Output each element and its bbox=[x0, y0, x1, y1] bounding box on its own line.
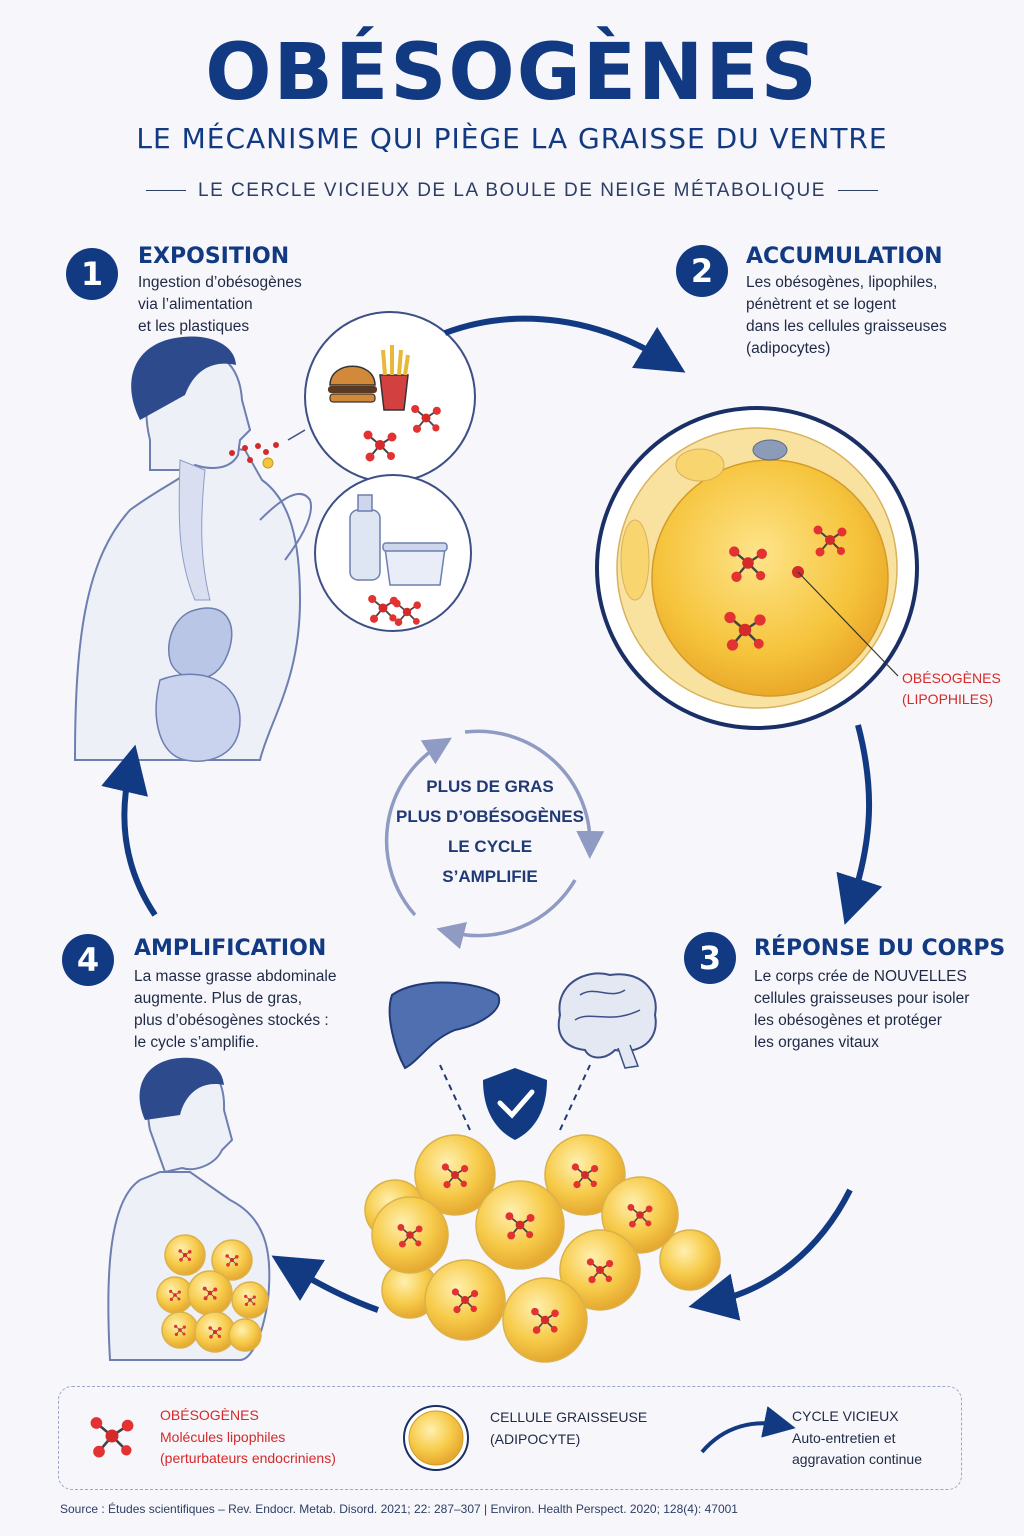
shield-check-icon bbox=[483, 1068, 547, 1140]
legend-cycle: CYCLE VICIEUX Auto-entretien et aggravat… bbox=[792, 1408, 922, 1470]
legend-cycle-title: CYCLE VICIEUX bbox=[792, 1408, 899, 1424]
arrow-4-to-1 bbox=[101, 744, 158, 917]
legend-cellule: CELLULE GRAISSEUSE (ADIPOCYTE) bbox=[490, 1409, 647, 1450]
plastic-bubble bbox=[314, 474, 472, 632]
obesogen-callout: OBÉSOGÈNES (LIPOPHILES) bbox=[902, 668, 1001, 710]
adipocyte-large bbox=[595, 406, 919, 730]
center-line-4: S’AMPLIFIE bbox=[442, 867, 538, 886]
belly-fat-cluster bbox=[156, 1234, 269, 1353]
step-1-title: EXPOSITION bbox=[138, 244, 290, 269]
brain-icon bbox=[557, 972, 657, 1069]
page-title: OBÉSOGÈNES bbox=[205, 28, 819, 118]
legend-cellule-title: CELLULE GRAISSEUSE bbox=[490, 1409, 648, 1425]
tagline-text: LE CERCLE VICIEUX DE LA BOULE DE NEIGE M… bbox=[198, 180, 826, 201]
legend-cycle-line1: Auto-entretien et bbox=[792, 1430, 896, 1446]
center-line-1: PLUS DE GRAS bbox=[426, 777, 554, 796]
legend-obesogenes: OBÉSOGÈNES Molécules lipophiles (perturb… bbox=[160, 1407, 336, 1469]
center-cycle-icon bbox=[384, 729, 605, 950]
page-subtitle: LE MÉCANISME QUI PIÈGE LA GRAISSE DU VEN… bbox=[136, 122, 888, 155]
divider bbox=[837, 190, 878, 192]
center-line-2: PLUS D’OBÉSOGÈNES bbox=[396, 807, 584, 826]
fat-cell bbox=[659, 1229, 721, 1291]
step-3-number: 3 bbox=[684, 932, 736, 984]
burger-icon bbox=[328, 365, 377, 403]
fries-icon bbox=[379, 345, 410, 411]
legend-cycle-line2: aggravation continue bbox=[792, 1451, 922, 1467]
step-2-title: ACCUMULATION bbox=[746, 244, 943, 269]
step-3-text: Le corps crée de NOUVELLES cellules grai… bbox=[754, 968, 970, 1051]
callout-line-2: (LIPOPHILES) bbox=[902, 691, 994, 707]
fat-cell-cluster bbox=[364, 1134, 721, 1363]
arrow-3-to-4a bbox=[688, 1188, 853, 1321]
liver-icon bbox=[388, 981, 501, 1070]
step-1-text: Ingestion d’obésogènes via l’alimentatio… bbox=[138, 274, 302, 335]
step-4-number: 4 bbox=[62, 934, 114, 986]
step-4-text: La masse grasse abdominale augmente. Plu… bbox=[134, 968, 337, 1051]
food-container-icon bbox=[382, 542, 448, 586]
legend-obesogenes-title: OBÉSOGÈNES bbox=[160, 1407, 259, 1423]
arrow-3-to-4b bbox=[271, 1255, 380, 1313]
step-2-number: 2 bbox=[676, 245, 728, 297]
fat-cell bbox=[228, 1318, 262, 1352]
fat-cell-icon bbox=[403, 1405, 469, 1471]
callout-line-1: OBÉSOGÈNES bbox=[902, 670, 1001, 686]
bottle-icon bbox=[349, 494, 381, 581]
legend-obesogenes-line2: (perturbateurs endocriniens) bbox=[160, 1450, 336, 1466]
center-cycle-text: PLUS DE GRAS PLUS D’OBÉSOGÈNES LE CYCLE … bbox=[370, 772, 610, 892]
food-bubble bbox=[304, 311, 476, 483]
tagline: LE CERCLE VICIEUX DE LA BOULE DE NEIGE M… bbox=[0, 180, 1024, 202]
arrow-1-to-2 bbox=[443, 315, 686, 373]
step-3-title: RÉPONSE DU CORPS bbox=[754, 936, 1006, 961]
center-line-3: LE CYCLE bbox=[447, 837, 533, 856]
source-citation: Source : Études scientifiques – Rev. End… bbox=[60, 1502, 738, 1516]
step-1-number: 1 bbox=[66, 248, 118, 300]
man-eating-figure bbox=[73, 336, 312, 762]
step-2-text: Les obésogènes, lipophiles, pénètrent et… bbox=[746, 274, 947, 357]
legend bbox=[58, 1386, 962, 1490]
step-4-title: AMPLIFICATION bbox=[134, 936, 327, 961]
divider bbox=[146, 190, 187, 192]
arrow-2-to-3 bbox=[836, 724, 883, 925]
legend-obesogenes-line1: Molécules lipophiles bbox=[160, 1429, 286, 1445]
legend-cellule-line1: (ADIPOCYTE) bbox=[490, 1431, 581, 1447]
cycle-arrow-icon bbox=[700, 1406, 796, 1454]
